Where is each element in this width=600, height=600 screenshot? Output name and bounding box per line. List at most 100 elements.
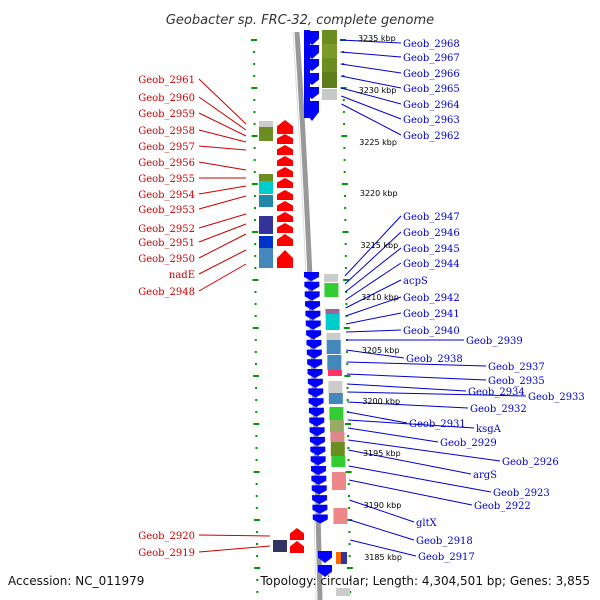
- right-gene-label[interactable]: Geob_2944: [403, 259, 460, 270]
- right-gene-label[interactable]: Geob_2962: [403, 131, 460, 142]
- cog-color-box[interactable]: [327, 370, 342, 376]
- forward-gene-arrow[interactable]: [304, 281, 320, 291]
- cog-color-box[interactable]: [326, 340, 341, 354]
- right-gene-label[interactable]: Geob_2966: [403, 69, 460, 80]
- cog-color-box[interactable]: [259, 127, 273, 141]
- forward-gene-arrow[interactable]: [304, 272, 319, 281]
- right-gene-label[interactable]: Geob_2941: [403, 309, 460, 320]
- cog-color-box[interactable]: [332, 472, 346, 490]
- reverse-gene-arrow[interactable]: [277, 201, 293, 211]
- cog-color-box[interactable]: [331, 456, 346, 467]
- forward-gene-arrow[interactable]: [308, 398, 324, 408]
- cog-color-box[interactable]: [329, 420, 344, 432]
- forward-gene-arrow[interactable]: [305, 310, 321, 320]
- cog-color-box[interactable]: [328, 393, 343, 404]
- forward-gene-arrow[interactable]: [307, 378, 323, 388]
- reverse-gene-arrow[interactable]: [277, 145, 293, 155]
- forward-gene-arrow[interactable]: [306, 330, 322, 340]
- cog-color-box[interactable]: [322, 72, 337, 88]
- reverse-gene-arrow[interactable]: [277, 250, 293, 268]
- forward-gene-arrow[interactable]: [311, 466, 326, 475]
- right-gene-label[interactable]: Geob_2945: [403, 244, 460, 255]
- reverse-gene-arrow[interactable]: [277, 120, 293, 134]
- right-gene-label[interactable]: Geob_2923: [493, 488, 550, 499]
- cog-color-box[interactable]: [326, 333, 341, 340]
- left-gene-label[interactable]: Geob_2920: [138, 531, 195, 542]
- cog-color-box[interactable]: [333, 508, 348, 524]
- forward-gene-arrow[interactable]: [312, 514, 328, 524]
- right-gene-label[interactable]: gltX: [416, 518, 438, 529]
- reverse-gene-arrow[interactable]: [277, 167, 293, 177]
- forward-gene-arrow[interactable]: [305, 301, 321, 311]
- forward-gene-arrow[interactable]: [309, 417, 325, 427]
- left-gene-label[interactable]: Geob_2959: [138, 109, 195, 120]
- reverse-gene-arrow[interactable]: [277, 223, 293, 233]
- forward-gene-arrow[interactable]: [307, 369, 323, 378]
- reverse-gene-arrow[interactable]: [277, 190, 293, 200]
- cog-color-box[interactable]: [322, 30, 337, 44]
- right-gene-label[interactable]: Geob_2934: [468, 387, 525, 398]
- cog-color-box[interactable]: [328, 381, 343, 393]
- cog-color-box[interactable]: [327, 355, 342, 370]
- right-gene-label[interactable]: Geob_2926: [502, 457, 559, 468]
- left-gene-label[interactable]: nadE: [169, 270, 195, 281]
- cog-color-box[interactable]: [259, 121, 273, 127]
- forward-gene-arrow[interactable]: [318, 551, 332, 563]
- cog-color-box[interactable]: [259, 181, 273, 194]
- right-gene-label[interactable]: Geob_2947: [403, 212, 460, 223]
- reverse-gene-arrow[interactable]: [277, 134, 293, 144]
- forward-gene-arrow[interactable]: [308, 407, 324, 417]
- right-gene-label[interactable]: Geob_2937: [488, 362, 545, 373]
- right-gene-label[interactable]: argS: [473, 470, 497, 481]
- cog-color-box[interactable]: [330, 442, 345, 456]
- cog-color-box[interactable]: [259, 174, 273, 181]
- right-gene-label[interactable]: Geob_2932: [470, 404, 527, 415]
- right-gene-label[interactable]: Geob_2918: [416, 536, 473, 547]
- left-gene-label[interactable]: Geob_2952: [138, 224, 195, 235]
- reverse-gene-arrow[interactable]: [277, 212, 293, 222]
- left-gene-label[interactable]: Geob_2955: [138, 174, 195, 185]
- right-gene-label[interactable]: Geob_2940: [403, 326, 460, 337]
- forward-gene-arrow[interactable]: [308, 388, 324, 398]
- right-gene-label[interactable]: Geob_2935: [488, 376, 545, 387]
- reverse-gene-arrow[interactable]: [277, 234, 293, 246]
- cog-color-box[interactable]: [273, 540, 287, 552]
- forward-gene-arrow[interactable]: [306, 349, 322, 359]
- left-gene-label[interactable]: Geob_2951: [138, 238, 195, 249]
- cog-color-box[interactable]: [322, 58, 337, 72]
- right-gene-label[interactable]: Geob_2929: [440, 438, 497, 449]
- cog-color-box[interactable]: [324, 274, 339, 282]
- right-gene-label[interactable]: Geob_2922: [474, 501, 531, 512]
- right-gene-label[interactable]: Geob_2965: [403, 84, 460, 95]
- right-gene-label[interactable]: ksgA: [476, 424, 502, 435]
- forward-gene-arrow[interactable]: [304, 291, 320, 301]
- left-gene-label[interactable]: Geob_2961: [138, 75, 195, 86]
- cog-color-box[interactable]: [329, 407, 344, 420]
- cog-color-box[interactable]: [259, 248, 273, 268]
- left-gene-label[interactable]: Geob_2919: [138, 548, 195, 559]
- cog-color-box[interactable]: [259, 216, 273, 234]
- right-gene-label[interactable]: Geob_2967: [403, 53, 460, 64]
- forward-gene-arrow[interactable]: [309, 436, 325, 446]
- left-gene-label[interactable]: Geob_2958: [138, 126, 195, 137]
- cog-color-box[interactable]: [322, 44, 337, 58]
- cog-color-box[interactable]: [341, 552, 347, 564]
- forward-gene-arrow[interactable]: [312, 504, 328, 514]
- right-gene-label[interactable]: Geob_2933: [528, 392, 585, 403]
- cog-color-box[interactable]: [259, 195, 273, 207]
- reverse-gene-arrow[interactable]: [290, 528, 304, 540]
- forward-gene-arrow[interactable]: [310, 446, 326, 456]
- left-gene-label[interactable]: Geob_2953: [138, 205, 195, 216]
- cog-color-box[interactable]: [330, 432, 345, 442]
- left-gene-label[interactable]: Geob_2960: [138, 93, 195, 104]
- forward-gene-arrow[interactable]: [307, 359, 323, 369]
- forward-gene-arrow[interactable]: [311, 475, 327, 485]
- left-gene-label[interactable]: Geob_2954: [138, 190, 195, 201]
- cog-color-box[interactable]: [259, 236, 273, 248]
- right-gene-label[interactable]: Geob_2938: [406, 354, 463, 365]
- reverse-gene-arrow[interactable]: [277, 156, 293, 166]
- reverse-gene-arrow[interactable]: [277, 178, 293, 188]
- right-gene-label[interactable]: Geob_2968: [403, 39, 460, 50]
- right-gene-label[interactable]: Geob_2942: [403, 293, 460, 304]
- cog-color-box[interactable]: [325, 314, 340, 330]
